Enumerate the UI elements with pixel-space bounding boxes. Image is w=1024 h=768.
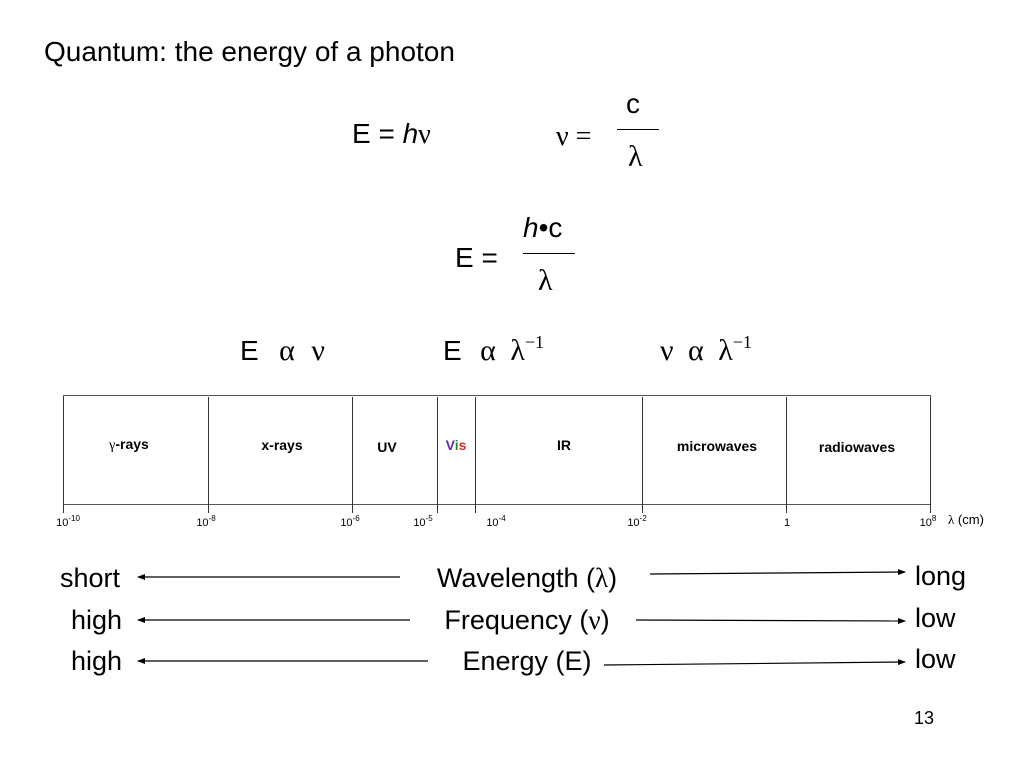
vis-letter-v: V [445, 437, 455, 453]
tick-base: 10 [56, 517, 69, 529]
frequency-symbol: ν [588, 605, 601, 635]
tick-label: 10-4 [486, 514, 506, 529]
gamma-text: -rays [115, 436, 149, 452]
unit-text: (cm) [954, 512, 984, 527]
spectrum-divider [208, 397, 209, 513]
band-radiowaves: radiowaves [818, 439, 896, 455]
tick-base: 10 [413, 517, 426, 529]
tick-exponent: -2 [639, 514, 647, 523]
spectrum-divider [352, 397, 353, 513]
prop1-e: E [240, 335, 259, 366]
eq1-lhs: E = [352, 118, 403, 149]
band-uv: UV [377, 439, 397, 455]
prop2-e: E [443, 335, 462, 366]
frequency-text: Frequency ( [444, 605, 589, 635]
eq3-denominator: λ [538, 264, 553, 297]
tick-label: 10-8 [196, 514, 216, 529]
frequency-label: Frequency (ν) [444, 605, 609, 636]
prop3-lambda: λ [718, 334, 733, 367]
unit-lambda: λ [948, 512, 955, 527]
wavelength-label: Wavelength (λ) [437, 563, 617, 594]
eq3-numerator: h•c [523, 212, 562, 244]
spectrum-divider [437, 397, 438, 513]
gamma-symbol: γ [109, 438, 116, 453]
eq3-h: h [523, 212, 539, 243]
energy-left-label: high [71, 646, 123, 676]
proportion-e-nu: E α ν [240, 334, 325, 368]
page-number: 13 [914, 708, 935, 728]
prop3-alpha: α [688, 334, 704, 367]
prop2-alpha: α [480, 334, 496, 367]
energy-label: Energy (E) [462, 646, 592, 676]
wavelength-left-label: short [60, 563, 121, 593]
eq3-dot-c: •c [538, 212, 563, 243]
vis-letter-s: s [458, 437, 467, 453]
prop3-nu: ν [660, 334, 674, 367]
wavelength-text: Wavelength ( [436, 563, 595, 593]
equation-e-equals-h-nu: E = hν [352, 118, 431, 151]
spectrum-divider [63, 397, 64, 513]
prop2-exponent: −1 [524, 332, 545, 352]
axis-unit-label: λ (cm) [948, 512, 984, 528]
tick-exponent: -4 [498, 514, 506, 523]
eq2-denominator: λ [628, 140, 643, 173]
vis-letter-i: i [454, 437, 459, 453]
wavelength-right-label: long [915, 561, 967, 591]
spectrum-divider [642, 397, 643, 513]
eq1-h: h [402, 118, 419, 149]
tick-base: 10 [627, 517, 640, 529]
tick-label: 10-2 [627, 514, 647, 529]
wavelength-symbol: λ [594, 563, 609, 593]
tick-exponent: -8 [208, 514, 216, 523]
spectrum-divider [786, 397, 787, 513]
tick-exponent: 8 [931, 514, 937, 523]
slide-title: Quantum: the energy of a photon [44, 36, 455, 67]
eq3-lhs: E = [455, 242, 498, 273]
tick-label: 108 [919, 514, 937, 529]
spectrum-divider [930, 397, 931, 513]
tick-base: 10 [919, 517, 932, 529]
tick-label: 10-5 [413, 514, 433, 529]
proportion-nu-lambda-inverse: ν α λ−1 [660, 332, 752, 368]
eq1-nu: ν [418, 119, 431, 150]
tick-exponent: -6 [352, 514, 360, 523]
band-microwaves: microwaves [676, 438, 758, 454]
tick-base: 10 [196, 517, 209, 529]
band-ir: IR [557, 437, 571, 453]
equation-nu-lhs: ν = [556, 120, 591, 153]
tick-label: 10-10 [56, 514, 80, 529]
arrow-wavelength-right [649, 569, 906, 576]
tick-label: 10-6 [340, 514, 360, 529]
frequency-close: ) [600, 605, 610, 635]
proportion-e-lambda-inverse: E α λ−1 [443, 332, 545, 368]
prop1-alpha: α [279, 334, 295, 367]
band-x-rays: x-rays [261, 437, 303, 453]
eq3-fraction-bar [523, 253, 575, 254]
eq2-fraction-bar [617, 129, 659, 130]
eq2-lhs: ν = [556, 121, 592, 152]
tick-base: 10 [340, 517, 353, 529]
prop3-exponent: −1 [732, 332, 752, 352]
tick-base: 1 [783, 517, 791, 529]
arrow-frequency-right [635, 617, 906, 624]
frequency-left-label: high [71, 605, 123, 635]
prop2-lambda: λ [510, 334, 525, 367]
energy-right-label: low [915, 644, 956, 674]
band-gamma-rays: γ-rays [109, 436, 149, 454]
arrow-energy-right [603, 659, 906, 666]
frequency-right-label: low [915, 603, 956, 633]
eq2-numerator: c [626, 88, 640, 119]
wavelength-close: ) [608, 563, 618, 593]
tick-exponent: -10 [68, 514, 80, 523]
spectrum-divider [475, 397, 476, 513]
tick-base: 10 [486, 517, 499, 529]
tick-label: 1 [784, 517, 790, 529]
prop1-nu: ν [311, 334, 325, 367]
tick-exponent: -5 [425, 514, 433, 523]
band-visible: Vis [446, 437, 467, 453]
